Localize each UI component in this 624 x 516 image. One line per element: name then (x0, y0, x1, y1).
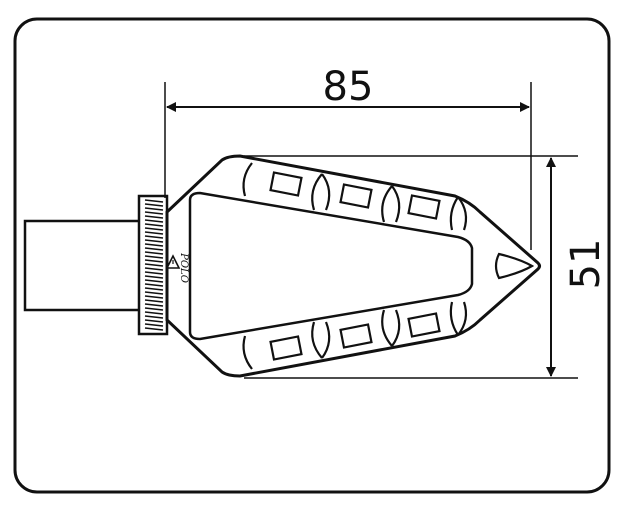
knurl-line (144, 311, 164, 315)
height-dimension-label: 51 (563, 239, 609, 290)
knurl-line (144, 231, 164, 235)
knurl-line (144, 207, 164, 211)
knurl-line (144, 235, 164, 239)
knurl-line (144, 219, 164, 223)
knurl-line (144, 247, 164, 251)
knurl-line (144, 299, 164, 303)
knurl-line (144, 275, 164, 279)
height-dimension: 51 (244, 155, 609, 379)
knurl-line (144, 323, 164, 327)
mounting-stem (23, 219, 142, 312)
knurl-line (144, 251, 164, 255)
knurl-line (144, 239, 164, 243)
knurl-line (144, 215, 164, 219)
knurl-line (144, 255, 164, 259)
knurl-line (144, 287, 164, 291)
knurl-line (144, 267, 164, 271)
knurl-line (144, 303, 164, 307)
knurl-line (144, 307, 164, 311)
knurl-line (144, 327, 164, 331)
brand-logo: POLO (178, 252, 189, 283)
width-dimension-label: 85 (323, 64, 374, 110)
knurl-line (144, 203, 164, 207)
knurl-line (144, 271, 164, 275)
knurl-line (144, 223, 164, 227)
knurl-line (144, 295, 164, 299)
indicator-body (165, 154, 541, 378)
top-segment-row (242, 162, 468, 231)
knurl-line (144, 279, 164, 283)
tip-lens (494, 252, 535, 280)
knurl-line (144, 291, 164, 295)
inner-lens (188, 191, 474, 341)
knurl-line (144, 211, 164, 215)
bottom-segment-row (242, 301, 468, 370)
knurled-nut (137, 194, 169, 336)
warning-triangle-icon (165, 254, 181, 269)
knurl-line (144, 243, 164, 247)
knurl-line (144, 283, 164, 287)
width-dimension: 85 (164, 64, 532, 250)
knurl-line (144, 227, 164, 231)
knurl-line (144, 199, 164, 203)
knurl-line (144, 259, 164, 263)
knurl-line (144, 319, 164, 323)
knurl-line (144, 315, 164, 319)
knurl-line (144, 263, 164, 267)
